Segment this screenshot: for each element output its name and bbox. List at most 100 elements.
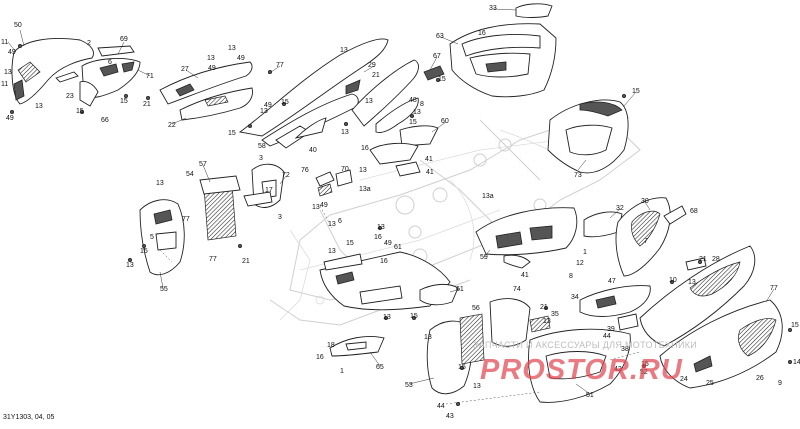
- seat-cover: [547, 99, 629, 174]
- callout-15: 15: [281, 99, 289, 106]
- callout-56: 56: [472, 305, 480, 312]
- callout-74: 74: [513, 286, 521, 293]
- callout-24: 24: [680, 376, 688, 383]
- callout-21: 21: [540, 304, 548, 311]
- callout-69: 69: [120, 36, 128, 43]
- callout-21: 21: [242, 258, 250, 265]
- callout-3: 3: [278, 214, 282, 221]
- callout-49: 49: [384, 240, 392, 247]
- callout-15: 15: [641, 361, 649, 368]
- callout-15: 15: [228, 130, 236, 137]
- callout-68: 68: [690, 208, 698, 215]
- callout-28: 28: [712, 256, 720, 263]
- callout-13: 13: [424, 334, 432, 341]
- callout-13: 13: [228, 45, 236, 52]
- callout-73: 73: [574, 172, 582, 179]
- callout-11: 11: [1, 81, 9, 88]
- callout-15: 15: [458, 364, 466, 371]
- callout-21: 21: [143, 101, 151, 108]
- callout-41: 41: [521, 272, 529, 279]
- callout-44: 44: [437, 403, 445, 410]
- callout-70: 70: [341, 166, 349, 173]
- callout-49: 49: [320, 202, 328, 209]
- callout-61: 61: [394, 244, 402, 251]
- callout-13: 13: [365, 98, 373, 105]
- callout-53: 53: [405, 382, 413, 389]
- callout-13: 13: [341, 129, 349, 136]
- headlight-panel: [79, 45, 141, 107]
- center-console: [475, 207, 623, 269]
- callout-39: 39: [607, 326, 615, 333]
- callout-17: 17: [265, 187, 273, 194]
- callout-49: 49: [264, 102, 272, 109]
- callout-15: 15: [76, 108, 84, 115]
- callout-58: 58: [258, 143, 266, 150]
- callout-29: 29: [368, 62, 376, 69]
- callout-15: 15: [791, 322, 799, 329]
- right-side-panels: [579, 245, 756, 347]
- callout-77: 77: [770, 285, 778, 292]
- callout-13: 13: [359, 167, 367, 174]
- callout-77: 77: [209, 256, 217, 263]
- callout-33: 33: [489, 5, 497, 12]
- callout-26: 26: [756, 375, 764, 382]
- callout-13: 13: [260, 108, 268, 115]
- callout-59: 59: [480, 254, 488, 261]
- callout-16: 16: [316, 354, 324, 361]
- callout-48: 48: [409, 97, 417, 104]
- callout-15: 15: [632, 88, 640, 95]
- diagram-code: 31Y1303, 04, 05: [3, 414, 55, 421]
- watermark-logo: PROSTOR.RU: [480, 354, 683, 386]
- callout-13: 13: [35, 103, 43, 110]
- leader-lines: [7, 8, 775, 405]
- callout-13: 13: [688, 279, 696, 286]
- callout-61: 61: [456, 286, 464, 293]
- callout-49: 49: [237, 55, 245, 62]
- callout-13: 13: [473, 383, 481, 390]
- callout-54: 54: [186, 171, 194, 178]
- callout-1: 1: [340, 368, 344, 375]
- callout-55: 55: [160, 286, 168, 293]
- callout-32: 32: [616, 205, 624, 212]
- right-tall-panel: [615, 197, 687, 277]
- callout-14: 14: [793, 359, 800, 366]
- left-lower-panel: [139, 175, 241, 276]
- callout-13: 13: [126, 262, 134, 269]
- storage-box: [449, 3, 557, 98]
- callout-57: 57: [199, 161, 207, 168]
- callout-38: 38: [621, 346, 629, 353]
- callout-71: 71: [146, 73, 154, 80]
- callout-6: 6: [108, 59, 112, 66]
- callout-18: 18: [327, 342, 335, 349]
- callout-41: 41: [426, 169, 434, 176]
- callout-13: 13: [328, 248, 336, 255]
- callout-72: 72: [282, 172, 290, 179]
- callout-8: 8: [569, 273, 573, 280]
- callout-16: 16: [374, 234, 382, 241]
- callout-7: 7: [644, 238, 648, 245]
- callout-23: 23: [66, 93, 74, 100]
- callout-47: 47: [608, 278, 616, 285]
- callout-13: 13: [383, 314, 391, 321]
- callout-8: 8: [420, 101, 424, 108]
- callout-15: 15: [410, 313, 418, 320]
- callout-30: 30: [641, 198, 649, 205]
- callout-1: 1: [583, 249, 587, 256]
- callout-63: 63: [436, 33, 444, 40]
- callout-13a: 13a: [359, 186, 371, 193]
- callout-16: 16: [361, 145, 369, 152]
- callout-13: 13: [340, 47, 348, 54]
- callout-16: 16: [478, 30, 486, 37]
- callout-21: 21: [699, 256, 707, 263]
- callout-52: 52: [640, 369, 648, 376]
- callout-43: 43: [446, 413, 454, 420]
- upper-side-cover: [351, 59, 445, 177]
- small-clips: [315, 169, 353, 197]
- callout-15: 15: [120, 98, 128, 105]
- callout-2: 2: [87, 40, 91, 47]
- callout-76: 76: [301, 167, 309, 174]
- callout-42: 42: [614, 366, 622, 373]
- bracket-assembly: [243, 163, 285, 208]
- callout-41: 41: [425, 156, 433, 163]
